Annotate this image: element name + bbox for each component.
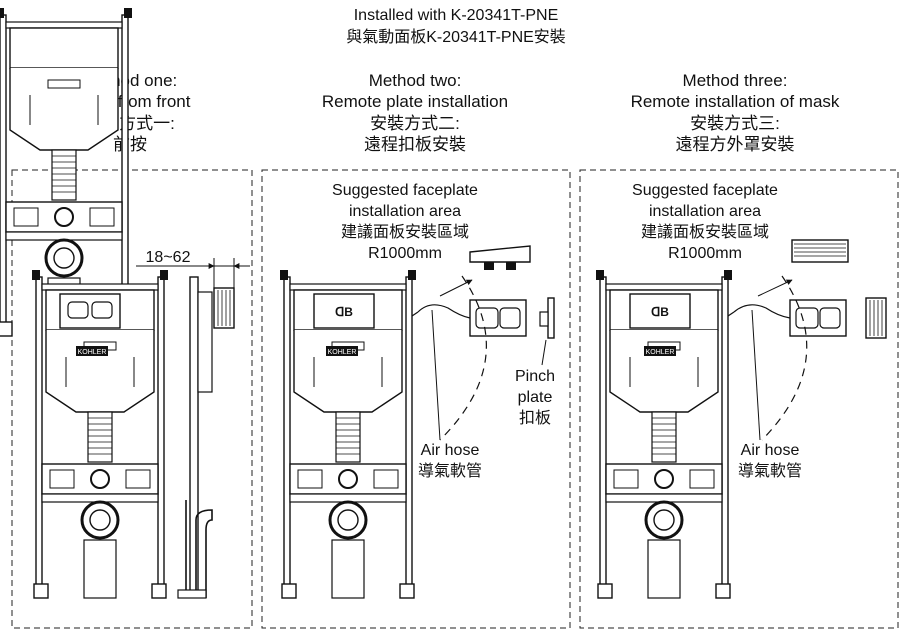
kohler-badge-1 (76, 346, 108, 356)
pinch-plate-label-zh: 扣板 (518, 410, 551, 427)
air-hose-3 (733, 304, 791, 319)
method-two-title-zh: 安裝方式二: (370, 114, 460, 133)
panel-method-three (579, 169, 899, 629)
method-two-hose-label-zh: 導氣軟管 (417, 463, 482, 480)
method-three-hose-label-zh: 導氣軟管 (737, 463, 802, 480)
method-three-hose-label: Air hose (740, 442, 800, 459)
svg-text:ᗡB: ᗡB (651, 305, 669, 319)
header-title-zh: 與氣動面板K-20341T-PNE安裝 (346, 29, 566, 46)
cover-plate-2 (313, 293, 375, 329)
pinch-plate-label: Pinch (514, 368, 556, 385)
method-two-hose-label: Air hose (420, 442, 480, 459)
exploded-mask-box (791, 239, 849, 263)
pinch-plate-label-2: plate (517, 389, 553, 406)
radius-arc-2 (439, 275, 487, 441)
method-two-title: Method two: (368, 71, 462, 90)
method-two-subtitle: Remote plate installation (321, 92, 509, 111)
radius-arc-3 (761, 275, 808, 441)
method-three-area-label-zh: 建議面板安裝區域 (640, 224, 769, 241)
kohler-badge-3 (644, 346, 676, 356)
kohler-text-1: KOHLER (78, 349, 107, 356)
side-view (177, 276, 235, 599)
dimension-label: 18~62 (146, 249, 191, 266)
method-three-subtitle: Remote installation of mask (630, 92, 840, 111)
method-three-area-label: Suggested faceplate (632, 182, 778, 199)
panel-method-one (11, 169, 253, 629)
svg-text:ᗡB: ᗡB (335, 305, 353, 319)
method-two-area-label: Suggested faceplate (332, 182, 478, 199)
method-two-radius: R1000mm (368, 245, 442, 262)
air-hose-2 (417, 304, 471, 319)
method-two-subtitle-zh: 遠程扣板安裝 (364, 135, 466, 154)
method-three-title-zh: 安裝方式三: (690, 114, 780, 133)
exploded-plate-2 (469, 245, 531, 263)
method-two-area-label-zh: 建議面板安裝區域 (340, 224, 469, 241)
kohler-text-2: KOHLER (328, 349, 357, 356)
pinch-plate (547, 297, 555, 339)
header-title-en: Installed with K-20341T-PNE (353, 7, 559, 24)
method-two-area-label-2: installation area (348, 203, 462, 220)
method-three-radius: R1000mm (668, 245, 742, 262)
panel-method-two (261, 169, 571, 629)
method-three-subtitle-zh: 遠程方外罩安裝 (675, 135, 795, 154)
kohler-text-3: KOHLER (646, 349, 675, 356)
side-mask (865, 297, 887, 339)
method-three-area-label-2: installation area (648, 203, 762, 220)
kohler-badge-2 (326, 346, 358, 356)
cover-plate-3 (629, 293, 691, 329)
method-three-title: Method three: (682, 71, 788, 90)
